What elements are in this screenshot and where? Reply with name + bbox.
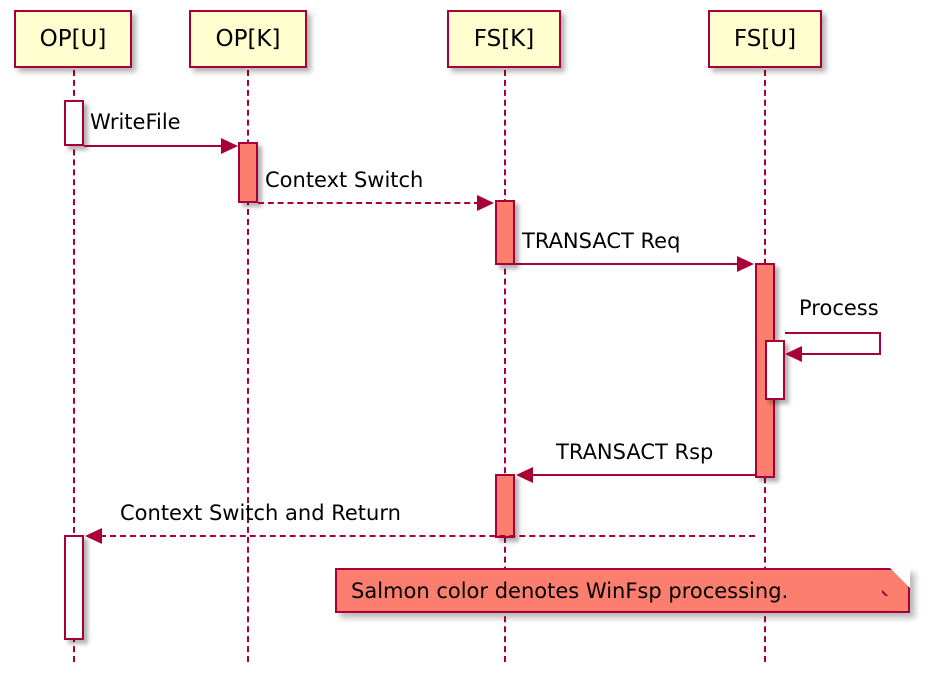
lifeline-op-k <box>247 70 249 662</box>
participant-fs-k[interactable]: FS[K] <box>447 10 561 68</box>
message-transact-req-arrowhead <box>737 256 754 272</box>
note-salmon-legend: Salmon color denotes WinFsp processing. <box>335 568 910 613</box>
message-writefile-arrowhead <box>221 138 238 154</box>
message-transact-req-label: TRANSACT Req <box>522 229 681 253</box>
message-process-line-bottom <box>800 353 881 355</box>
participant-op-u[interactable]: OP[U] <box>14 10 132 68</box>
message-process-line-right <box>879 332 881 354</box>
note-salmon-legend-text: Salmon color denotes WinFsp processing. <box>351 578 789 603</box>
note-fold-edge-icon <box>882 568 910 596</box>
message-transact-rsp-line <box>531 474 755 476</box>
participant-fs-u-label: FS[U] <box>733 26 797 52</box>
message-transact-rsp-label: TRANSACT Rsp <box>556 440 714 464</box>
activation-fs-u-nested <box>765 340 785 400</box>
message-context-switch-return-arrowhead <box>85 528 102 544</box>
message-writefile-line <box>84 145 224 147</box>
lifeline-fs-k <box>504 70 506 662</box>
message-process-arrowhead <box>785 346 802 362</box>
participant-op-k[interactable]: OP[K] <box>189 10 307 68</box>
activation-op-u-2 <box>64 535 84 640</box>
lifeline-op-u <box>73 70 75 662</box>
participant-fs-u[interactable]: FS[U] <box>708 10 822 68</box>
message-context-switch-return-label: Context Switch and Return <box>120 501 401 525</box>
message-context-switch-line <box>258 202 480 204</box>
message-transact-req-line <box>515 263 740 265</box>
activation-op-u-1 <box>64 100 84 146</box>
message-context-switch-arrowhead <box>477 195 494 211</box>
message-context-switch-label: Context Switch <box>265 168 424 192</box>
participant-op-u-label: OP[U] <box>39 26 107 52</box>
activation-fs-k-2 <box>495 474 515 538</box>
message-process-label: Process <box>799 296 879 320</box>
message-transact-rsp-arrowhead <box>516 467 533 483</box>
activation-op-k-1 <box>238 142 258 203</box>
message-process-line-top <box>785 332 880 334</box>
participant-fs-k-label: FS[K] <box>473 26 535 52</box>
message-context-switch-return-line <box>100 535 755 537</box>
activation-fs-k-1 <box>495 200 515 265</box>
message-writefile-label: WriteFile <box>90 110 181 134</box>
participant-op-k-label: OP[K] <box>215 26 281 52</box>
